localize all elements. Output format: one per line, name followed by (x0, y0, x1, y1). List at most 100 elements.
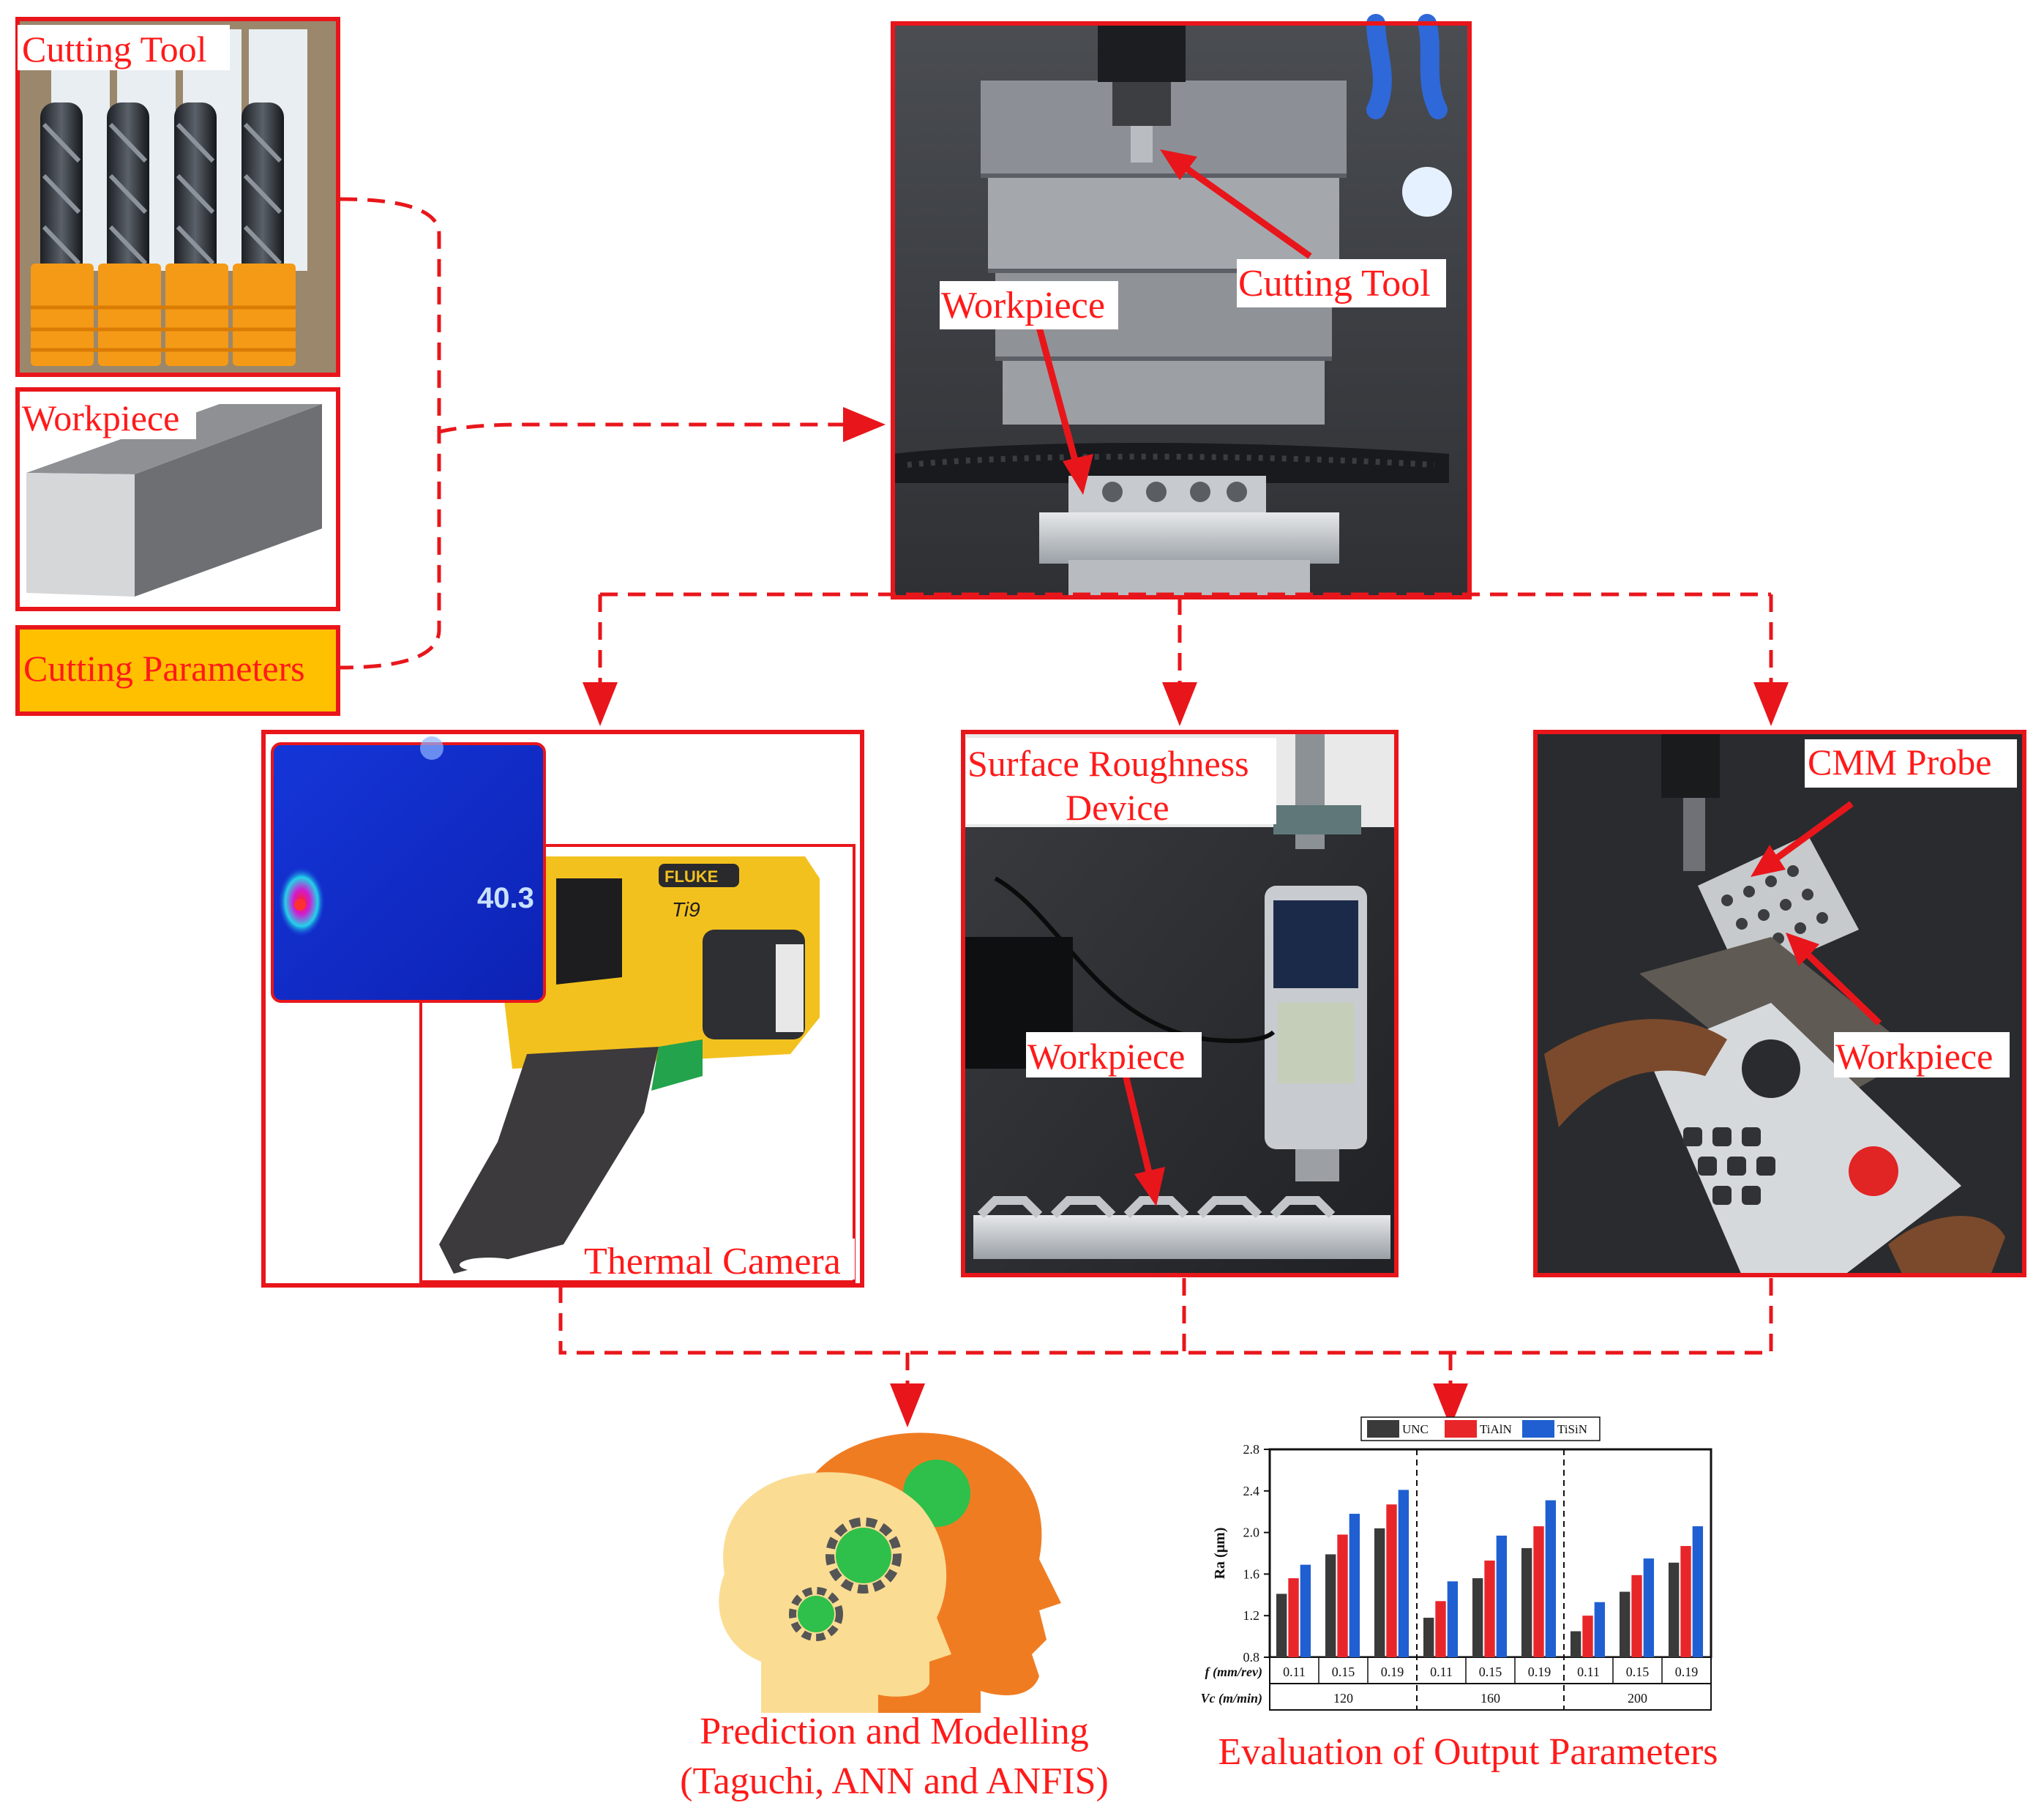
cnc-machine-photo (893, 14, 1470, 597)
drill-1 (40, 102, 83, 285)
roughness-label-line2: Device (1066, 787, 1169, 828)
chart-f-label: 0.19 (1381, 1665, 1404, 1679)
chart-f-label: 0.11 (1577, 1665, 1600, 1679)
chart-bar-tialn (1386, 1504, 1397, 1657)
chart-bar-unc (1619, 1591, 1631, 1657)
chart-y-tick-label: 2.8 (1243, 1442, 1260, 1457)
chart-bar-tialn (1631, 1575, 1642, 1657)
chart-bar-unc (1325, 1554, 1336, 1657)
chart-bar-unc (1472, 1578, 1483, 1657)
chart-vc-label: 160 (1480, 1691, 1500, 1706)
chart-bar-unc (1570, 1631, 1581, 1657)
thermal-model: Ti9 (672, 898, 700, 921)
thermal-camera-label: Thermal Camera (584, 1241, 841, 1282)
chart-bar-tisin (1349, 1514, 1360, 1657)
measurements-to-outputs-connector (558, 1277, 1773, 1355)
chart-bar-tialn (1680, 1546, 1691, 1657)
cmm-probe-label: CMM Probe (1808, 742, 1991, 782)
thermal-brand: FLUKE (665, 867, 718, 886)
chart-f-label: 0.11 (1283, 1665, 1306, 1679)
chart-bar-tisin (1398, 1490, 1410, 1657)
chart-bar-tisin (1643, 1558, 1655, 1657)
cutting-parameters-box (15, 625, 340, 716)
arrow-to-cmm (1753, 682, 1789, 726)
workpiece-frame (15, 387, 340, 611)
chart-legend-swatch-tisin (1522, 1420, 1554, 1438)
chart-bar-unc (1521, 1547, 1532, 1657)
cmm-workpiece-pointer (1802, 949, 1882, 1026)
chart-bar-tisin (1496, 1535, 1508, 1657)
chart-bar-unc (1374, 1528, 1385, 1657)
chart-bar-unc (1668, 1562, 1680, 1657)
arrow-to-roughness (1162, 682, 1197, 726)
evaluation-label: Evaluation of Output Parameters (1218, 1731, 1718, 1773)
chart-bar-tisin (1594, 1602, 1606, 1657)
cmm-frame (1533, 730, 2026, 1277)
input-workpiece-label: Workpiece (22, 397, 179, 438)
cmm-probe-pointer (1769, 801, 1854, 865)
thermal-frame (261, 730, 864, 1288)
chart-vc-label: 200 (1628, 1691, 1647, 1706)
chart-legend-label-tisin: TiSiN (1557, 1422, 1587, 1436)
chart-bar-tisin (1300, 1564, 1311, 1657)
chart-bar-tisin (1545, 1500, 1557, 1657)
cmm-workpiece-label: Workpiece (1835, 1036, 1993, 1077)
arrow-to-evaluation (1433, 1383, 1468, 1427)
drill-3 (174, 102, 217, 285)
chart-bar-tialn (1288, 1578, 1299, 1657)
chart-y-tick-label: 2.4 (1243, 1484, 1260, 1498)
chart-vc-row-label: Vc (m/min) (1201, 1691, 1263, 1706)
chart-f-label: 0.15 (1332, 1665, 1355, 1679)
thermal-screen: 40.3 (271, 736, 546, 1003)
chart-legend-label-unc: UNC (1402, 1422, 1429, 1436)
roughness-label-line1: Surface Roughness (967, 743, 1249, 784)
machine-workpiece-label: Workpiece (941, 285, 1105, 326)
chart-f-label: 0.15 (1479, 1665, 1502, 1679)
machine-tool-pointer (1176, 160, 1312, 259)
chart-bar-tisin (1692, 1526, 1704, 1657)
chart-y-axis-label: Ra (μm) (1212, 1528, 1228, 1580)
workpiece-block (26, 404, 322, 597)
chart-legend (1360, 1416, 1601, 1441)
roughness-workpiece-label: Workpiece (1027, 1036, 1185, 1077)
chart-f-label: 0.19 (1675, 1665, 1699, 1679)
input-to-machine-connector (438, 422, 849, 434)
cmm-photo (1535, 732, 2024, 1275)
chart-f-label: 0.15 (1626, 1665, 1650, 1679)
arrow-to-thermal (583, 682, 618, 726)
machine-workpiece-pointer (1034, 321, 1081, 470)
roughness-frame (961, 730, 1399, 1277)
chart-vc-label: 120 (1333, 1691, 1353, 1706)
drill-2 (107, 102, 149, 285)
chart-bar-unc (1423, 1618, 1434, 1657)
input-cutting-tool-label: Cutting Tool (22, 29, 207, 70)
prediction-heads-icon (719, 1433, 1061, 1713)
thermal-camera-inner-frame (419, 844, 856, 1283)
arrow-to-machine (843, 407, 886, 442)
chart-f-label: 0.11 (1430, 1665, 1453, 1679)
thermal-readout: 40.3 (477, 882, 534, 914)
chart-bar-tialn (1435, 1601, 1446, 1657)
prediction-label-line2: (Taguchi, ANN and ANFIS) (680, 1760, 1109, 1802)
chart-bar-tisin (1447, 1581, 1459, 1657)
machine-cutting-tool-label: Cutting Tool (1238, 263, 1431, 305)
chart-y-tick-label: 1.6 (1243, 1566, 1260, 1581)
chart-f-row-label: f (mm/rev) (1205, 1665, 1262, 1680)
thermal-camera-device: FLUKE Ti9 (439, 856, 820, 1274)
chart-legend-swatch-unc (1367, 1420, 1399, 1438)
chart-legend-swatch-tialn (1445, 1420, 1477, 1438)
chart-bar-tialn (1582, 1616, 1593, 1657)
drill-4 (242, 102, 284, 285)
chart-legend-label-tialn: TiAlN (1480, 1422, 1512, 1436)
chart-bar-unc (1276, 1594, 1287, 1657)
chart-f-label: 0.19 (1528, 1665, 1551, 1679)
cutting-tool-frame (15, 17, 340, 377)
chart-bar-tialn (1533, 1526, 1544, 1657)
chart-y-tick-label: 2.0 (1243, 1525, 1260, 1540)
roughness-workpiece-pointer (1120, 1067, 1154, 1180)
input-bracket-connector (339, 197, 441, 670)
cutting-tool-photo (18, 19, 338, 375)
chart-bar-tialn (1484, 1560, 1495, 1657)
